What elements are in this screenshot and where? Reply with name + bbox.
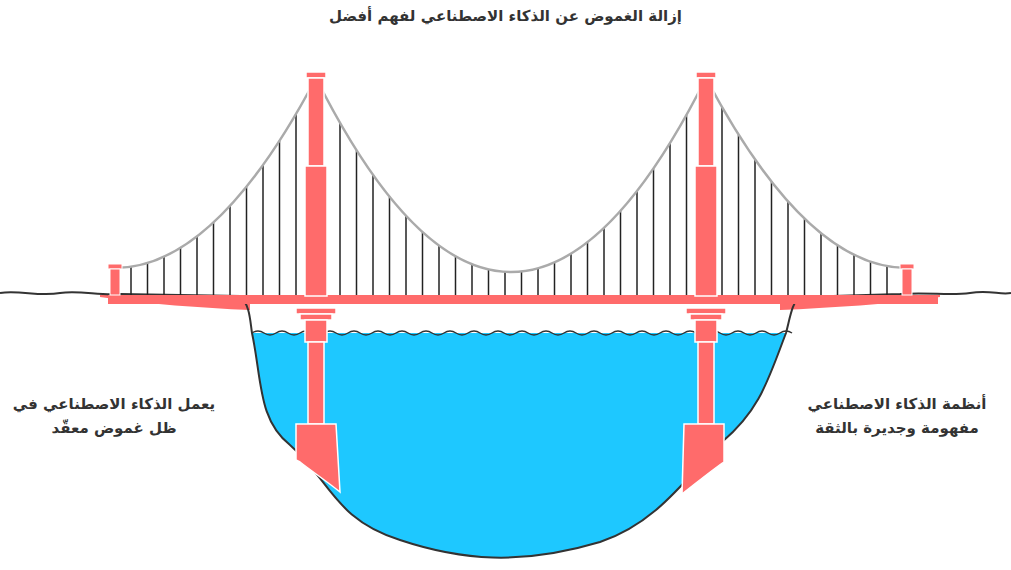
- main-cable: [706, 78, 907, 268]
- tower-base: [682, 424, 724, 494]
- suspender-group: [131, 107, 887, 295]
- tower-pier-plate: [305, 320, 327, 342]
- end-post: [108, 264, 122, 269]
- suspender: [620, 211, 622, 295]
- suspender: [422, 232, 424, 295]
- suspender: [196, 236, 198, 295]
- suspender: [455, 256, 457, 295]
- suspender: [738, 134, 740, 295]
- suspender: [504, 272, 506, 295]
- suspender: [636, 191, 638, 295]
- tower-base: [296, 424, 340, 492]
- suspender: [147, 263, 149, 295]
- tower-pier-plate: [690, 314, 722, 320]
- suspender: [804, 219, 806, 295]
- suspender: [356, 150, 358, 295]
- tower-top: [698, 78, 714, 166]
- tower-pier-plate: [296, 308, 336, 314]
- suspender: [471, 264, 473, 295]
- suspender: [603, 228, 605, 295]
- tower-pier-plate: [686, 308, 726, 314]
- suspender: [339, 123, 341, 295]
- suspender: [554, 262, 556, 295]
- suspender: [246, 187, 248, 295]
- suspender: [295, 114, 297, 295]
- suspender: [521, 271, 523, 295]
- suspender: [229, 206, 231, 295]
- suspender: [213, 222, 215, 295]
- suspender: [488, 269, 490, 295]
- side-label: أنظمة الذكاء الاصطناعي مفهومة وجديرة بال…: [787, 392, 1007, 440]
- suspender: [820, 233, 822, 295]
- suspender: [669, 143, 671, 295]
- main-cable: [316, 78, 706, 272]
- suspender: [787, 201, 789, 295]
- suspender: [754, 159, 756, 295]
- suspender: [771, 182, 773, 295]
- end-post: [110, 269, 120, 295]
- suspender: [262, 165, 264, 295]
- suspender: [653, 168, 655, 295]
- suspender: [279, 141, 281, 295]
- end-post: [900, 264, 914, 269]
- suspender: [686, 115, 688, 295]
- suspender: [537, 268, 539, 295]
- suspender: [853, 255, 855, 295]
- river-water: [252, 333, 786, 558]
- tower-body: [305, 166, 327, 296]
- suspender: [721, 107, 723, 295]
- suspender: [886, 266, 888, 295]
- suspender: [870, 262, 872, 295]
- side-label: يعمل الذكاء الاصطناعي في ظل غموض معقّد: [4, 392, 224, 440]
- tower-cap: [306, 72, 326, 78]
- main-cable: [115, 78, 316, 268]
- suspender: [389, 197, 391, 295]
- tower-pier-plate: [695, 320, 717, 342]
- tower-cap: [696, 72, 716, 78]
- suspender: [163, 257, 165, 295]
- tower-top: [308, 78, 324, 166]
- end-post: [902, 269, 912, 295]
- suspender: [837, 245, 839, 295]
- suspender: [570, 254, 572, 295]
- suspender: [405, 216, 407, 295]
- title: إزالة الغموض عن الذكاء الاصطناعي لفهم أف…: [150, 6, 861, 26]
- tower-column: [308, 342, 324, 424]
- suspender: [180, 248, 182, 295]
- suspender: [438, 246, 440, 295]
- tower-body: [695, 166, 717, 296]
- suspender: [587, 242, 589, 295]
- tower-pier-plate: [300, 314, 332, 320]
- tower-column: [698, 342, 714, 424]
- bridge-deck: [108, 295, 938, 304]
- suspender: [372, 175, 374, 295]
- ground-line: [0, 292, 1011, 558]
- suspender: [130, 267, 132, 295]
